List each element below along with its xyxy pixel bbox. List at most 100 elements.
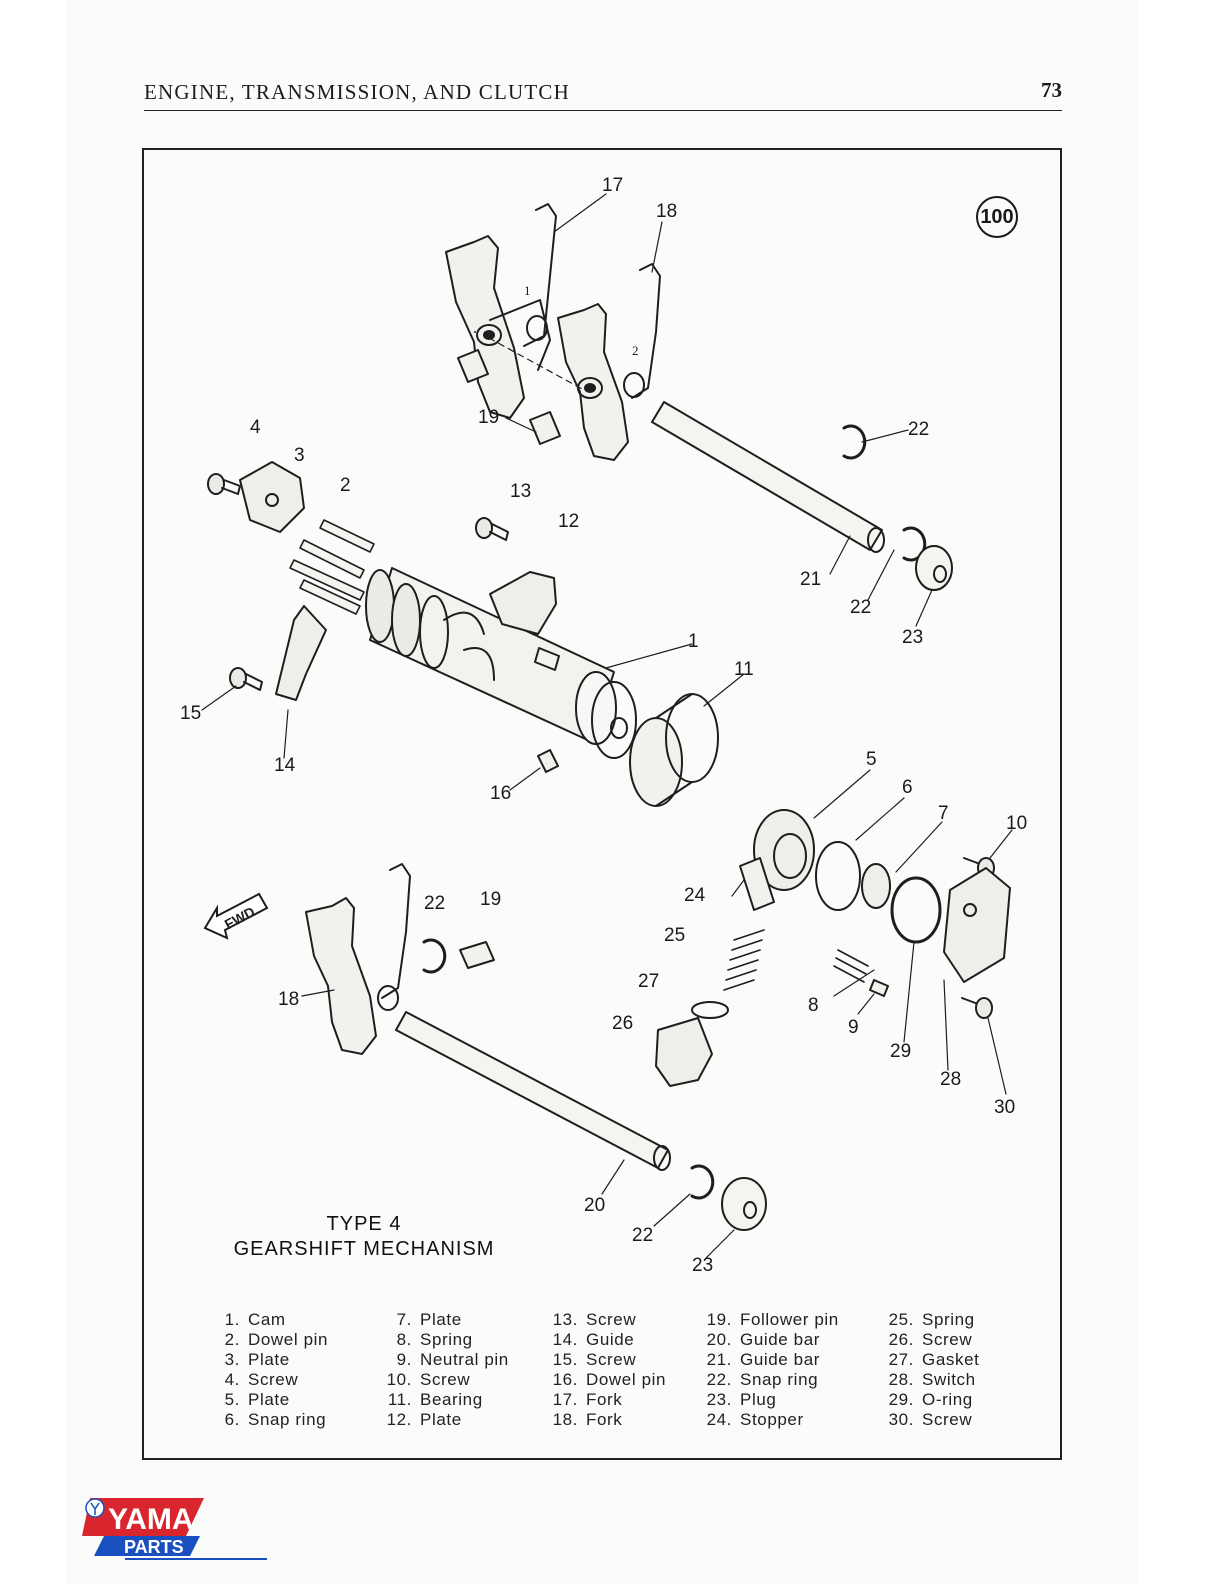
o-ring-29-drawing	[890, 876, 942, 944]
callout-label: 29	[890, 1041, 912, 1062]
dowel-pin-16-drawing	[537, 749, 559, 773]
plate-12-drawing	[489, 571, 557, 635]
logo-text-parts: PARTS	[124, 1537, 184, 1557]
legend-item: 20.Guide bar	[706, 1330, 821, 1349]
legend-item: 25.Spring	[888, 1310, 975, 1329]
caption-type: TYPE 4	[326, 1213, 402, 1235]
follower-pin-19-lower-drawing	[459, 941, 495, 969]
legend-item: 8.Spring	[396, 1330, 473, 1349]
legend-item: 12.Plate	[386, 1410, 462, 1429]
legend-item: 18.Fork	[552, 1410, 623, 1429]
callout-label: 26	[612, 1013, 634, 1034]
legend-item: 7.Plate	[396, 1310, 462, 1329]
plate-5-drawing	[753, 809, 815, 891]
plate-3-drawing	[239, 461, 305, 533]
legend-column: 19.Follower pin 20.Guide bar 21.Guide ba…	[702, 1310, 839, 1430]
page-number: 73	[1041, 78, 1062, 102]
caption-title: GEARSHIFT MECHANISM	[233, 1238, 495, 1260]
callout-label: 17	[602, 175, 624, 196]
figure-caption: TYPE 4 GEARSHIFT MECHANISM	[204, 1212, 524, 1262]
legend-item: 6.Snap ring	[224, 1410, 327, 1429]
callout-label: 1	[688, 631, 699, 652]
svg-text:2: 2	[632, 343, 639, 358]
neutral-pin-9-drawing	[869, 979, 889, 997]
exploded-parts-drawing: 1 2	[201, 193, 1013, 1259]
callout-label: 18	[278, 989, 300, 1010]
callout-label: 15	[180, 703, 202, 724]
callout-label: 9	[848, 1017, 859, 1038]
bearing-11-drawing	[629, 693, 719, 807]
callout-label: 30	[994, 1097, 1016, 1118]
callout-label: 8	[808, 995, 819, 1016]
screw-26-drawing	[655, 1017, 713, 1087]
callout-label: 28	[940, 1069, 962, 1090]
legend-item: 24.Stopper	[706, 1410, 804, 1429]
plate-7-drawing	[861, 863, 891, 909]
legend-column: 1.Cam 2.Dowel pin 3.Plate 4.Screw 5.Plat…	[214, 1310, 328, 1430]
callout-label: 19	[480, 889, 502, 910]
legend-item: 10.Screw	[386, 1370, 471, 1389]
callout-label: 18	[656, 201, 678, 222]
callout-label: 22	[632, 1225, 654, 1246]
callout-label: 16	[490, 783, 512, 804]
switch-28-drawing	[943, 867, 1011, 983]
callout-label: 11	[734, 659, 754, 680]
legend-item: 27.Gasket	[888, 1350, 980, 1369]
legend-item: 15.Screw	[552, 1350, 637, 1369]
legend-item: 30.Screw	[888, 1410, 973, 1429]
dowel-pins-2-drawing	[289, 519, 375, 615]
callout-label: 4	[250, 417, 261, 438]
fork-18-lower-drawing	[305, 863, 411, 1055]
legend-column: 7.Plate 8.Spring 9.Neutral pin 10.Screw …	[378, 1310, 509, 1430]
fork-17-drawing: 1	[445, 203, 557, 419]
guide-bar-20-drawing	[395, 1011, 671, 1171]
guide-14-drawing	[275, 605, 327, 701]
callout-label: 22	[908, 419, 930, 440]
legend-item: 11.Bearing	[387, 1390, 483, 1409]
spring-25-drawing	[723, 929, 765, 991]
legend-item: 4.Screw	[224, 1370, 299, 1389]
legend-item: 2.Dowel pin	[224, 1330, 329, 1349]
legend-item: 22.Snap ring	[706, 1370, 819, 1389]
parts-legend: 1.Cam 2.Dowel pin 3.Plate 4.Screw 5.Plat…	[214, 1310, 1034, 1440]
legend-item: 1.Cam	[224, 1310, 286, 1329]
legend-item: 23.Plug	[706, 1390, 777, 1409]
chapter-title: ENGINE, TRANSMISSION, AND CLUTCH	[144, 80, 570, 104]
leader-lines	[201, 193, 1013, 1259]
callout-label: 7	[938, 803, 949, 824]
fwd-direction-arrow-icon: FWD	[203, 892, 269, 940]
callout-label: 13	[510, 481, 532, 502]
yama-parts-logo[interactable]: YAMA PARTS	[82, 1490, 282, 1570]
screw-13-drawing	[475, 517, 509, 541]
snap-rings-upper-drawing	[842, 424, 953, 591]
snap-ring-22-bottom-drawing	[690, 1164, 715, 1200]
callout-label: 5	[866, 749, 877, 770]
legend-item: 16.Dowel pin	[552, 1370, 667, 1389]
snap-ring-22-lower-drawing	[422, 938, 447, 974]
legend-item: 14.Guide	[552, 1330, 635, 1349]
stopper-24-drawing	[739, 857, 775, 911]
screw-4-drawing	[207, 473, 241, 495]
legend-item: 29.O-ring	[888, 1390, 973, 1409]
screw-15-drawing	[229, 667, 263, 691]
legend-item: 21.Guide bar	[706, 1350, 821, 1369]
cam-1-drawing	[365, 567, 637, 759]
fork-18-upper-drawing: 2	[557, 263, 661, 461]
legend-item: 5.Plate	[224, 1390, 290, 1409]
callout-label: 20	[584, 1195, 606, 1216]
snap-ring-6-drawing	[815, 841, 861, 911]
callout-label: 14	[274, 755, 296, 776]
legend-item: 26.Screw	[888, 1330, 973, 1349]
gasket-27-drawing	[691, 1001, 729, 1019]
legend-column: 13.Screw 14.Guide 15.Screw 16.Dowel pin …	[548, 1310, 666, 1430]
follower-pins-upper-drawing	[457, 331, 585, 445]
callout-label: 21	[800, 569, 822, 590]
legend-item: 13.Screw	[552, 1310, 637, 1329]
screw-30-drawing	[961, 997, 993, 1019]
logo-text-yama: YAMA	[108, 1503, 194, 1536]
callout-label: 23	[692, 1255, 714, 1276]
callout-label: 19	[478, 407, 500, 428]
callout-label: 6	[902, 777, 913, 798]
exploded-diagram-figure: 1 2	[142, 148, 1062, 1460]
callout-label: 22	[424, 893, 446, 914]
